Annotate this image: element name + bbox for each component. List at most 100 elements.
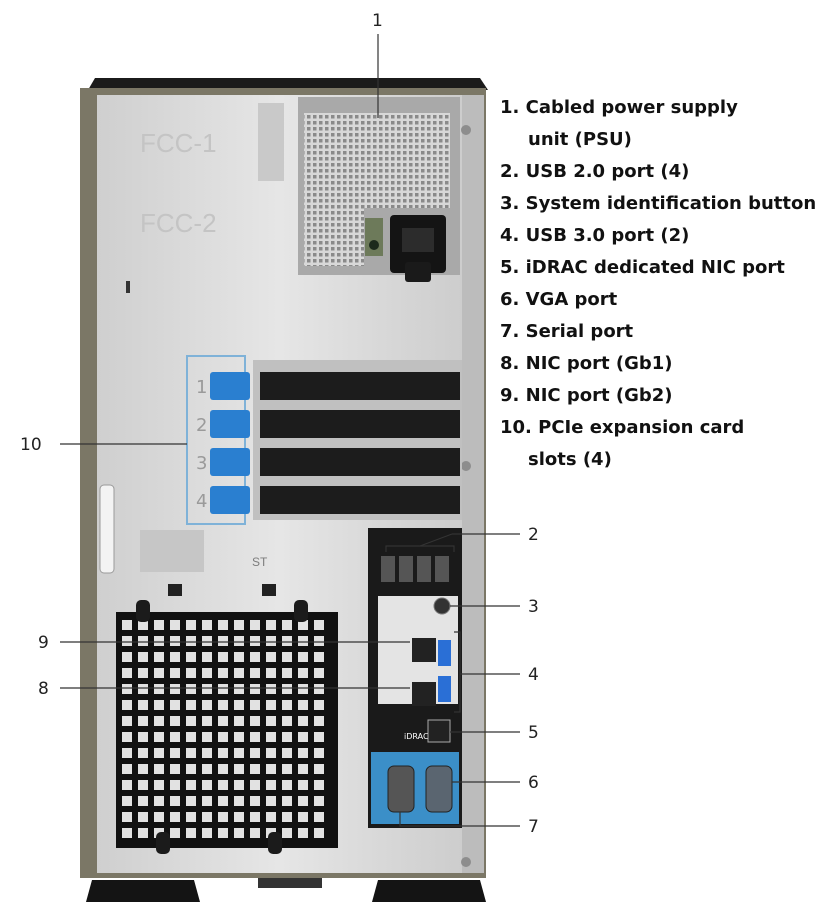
vent-hole	[154, 620, 164, 630]
vent-hole	[186, 636, 196, 646]
vent-hole	[186, 796, 196, 806]
vent-hole	[250, 828, 260, 838]
psu-ac-socket	[402, 228, 434, 252]
vent-hole	[234, 748, 244, 758]
screw	[461, 461, 471, 471]
legend-item: 4. USB 3.0 port (2)	[500, 220, 816, 252]
vent-hole	[298, 732, 308, 742]
legend-text: 7. Serial port	[500, 321, 634, 342]
usb3-port	[438, 676, 451, 702]
vent-hole	[154, 652, 164, 662]
vent-hole	[250, 732, 260, 742]
legend-text: 8. NIC port (Gb1)	[500, 353, 673, 374]
pcie-slot-2: 2	[196, 410, 460, 438]
vent-hole	[314, 652, 324, 662]
foot-right	[372, 880, 486, 902]
vent-hole	[138, 732, 148, 742]
vent-hole	[218, 780, 228, 790]
vent-hole	[314, 620, 324, 630]
slot-latch	[210, 448, 250, 476]
nic-port-gb1	[412, 682, 436, 706]
slot-number: 2	[196, 415, 207, 436]
vent-hole	[186, 732, 196, 742]
vent-hole	[186, 652, 196, 662]
screw	[461, 125, 471, 135]
vent-hole	[282, 732, 292, 742]
legend-text-cont: unit (PSU)	[528, 129, 632, 150]
vent-hole	[266, 716, 276, 726]
pcie-slots: 1 2 3 4	[186, 355, 462, 525]
vent-hole	[298, 620, 308, 630]
usb2-port	[399, 556, 413, 582]
vent-hole	[170, 828, 180, 838]
vent-hole	[170, 748, 180, 758]
vga-port	[425, 765, 453, 813]
vent-hole	[314, 684, 324, 694]
callout-4: 4	[528, 665, 539, 685]
fan-screw	[294, 600, 308, 622]
legend-text: 4. USB 3.0 port (2)	[500, 225, 690, 246]
feet	[86, 878, 486, 902]
legend-item: 5. iDRAC dedicated NIC port	[500, 252, 816, 284]
vent-hole	[170, 732, 180, 742]
vent-hole	[250, 764, 260, 774]
vent-hole	[266, 620, 276, 630]
slot-cover	[260, 372, 460, 400]
callout-9: 9	[38, 633, 49, 653]
vent-hole	[218, 652, 228, 662]
vent-hole	[202, 668, 212, 678]
vent-hole	[282, 796, 292, 806]
vent-hole	[202, 700, 212, 710]
vent-hole	[266, 796, 276, 806]
vent-hole	[298, 668, 308, 678]
idrac-port	[427, 719, 451, 743]
usb2-port	[417, 556, 431, 582]
pcie-slot-1: 1	[196, 372, 460, 400]
vent-hole	[250, 652, 260, 662]
psu-led-icon	[369, 240, 379, 250]
vent-hole	[138, 764, 148, 774]
vent-hole	[202, 748, 212, 758]
slot-number: 3	[196, 453, 207, 474]
vent-hole	[266, 668, 276, 678]
legend-item: 6. VGA port	[500, 284, 816, 316]
vent-hole	[218, 828, 228, 838]
vent-hole	[122, 796, 132, 806]
service-tag-plate	[140, 530, 204, 572]
callout-10: 10	[20, 435, 42, 455]
pcie-slot-3: 3	[196, 448, 460, 476]
legend-text: 2. USB 2.0 port (4)	[500, 161, 690, 182]
vent-hole	[202, 636, 212, 646]
vent-hole	[266, 748, 276, 758]
psu-handle	[405, 262, 431, 282]
callout-numbers: 1 2 3 4 5 6 7 8 9 10	[20, 11, 539, 837]
vent-hole	[186, 668, 196, 678]
vent-hole	[282, 780, 292, 790]
vent-hole	[138, 620, 148, 630]
leader-usb3	[454, 631, 461, 713]
vent-hole	[282, 668, 292, 678]
legend-text: 5. iDRAC dedicated NIC port	[500, 257, 785, 278]
vent-hole	[202, 828, 212, 838]
vent-hole	[170, 716, 180, 726]
legend-item: 3. System identification button	[500, 188, 816, 220]
vent-hole	[298, 700, 308, 710]
vent-hole	[234, 828, 244, 838]
vent-hole	[154, 812, 164, 822]
vent-hole	[298, 828, 308, 838]
vent-hole	[186, 780, 196, 790]
vent-hole	[154, 684, 164, 694]
vent-hole	[282, 748, 292, 758]
vent-hole	[250, 636, 260, 646]
fan-vent-grille	[116, 584, 338, 854]
vent-hole	[234, 732, 244, 742]
screw	[461, 857, 471, 867]
vent-hole	[122, 716, 132, 726]
vent-hole	[154, 700, 164, 710]
vent-hole	[154, 668, 164, 678]
callout-lines	[60, 34, 520, 827]
vent-hole	[298, 780, 308, 790]
vent-hole	[298, 684, 308, 694]
legend-text: 6. VGA port	[500, 289, 618, 310]
slot-latch	[210, 372, 250, 400]
